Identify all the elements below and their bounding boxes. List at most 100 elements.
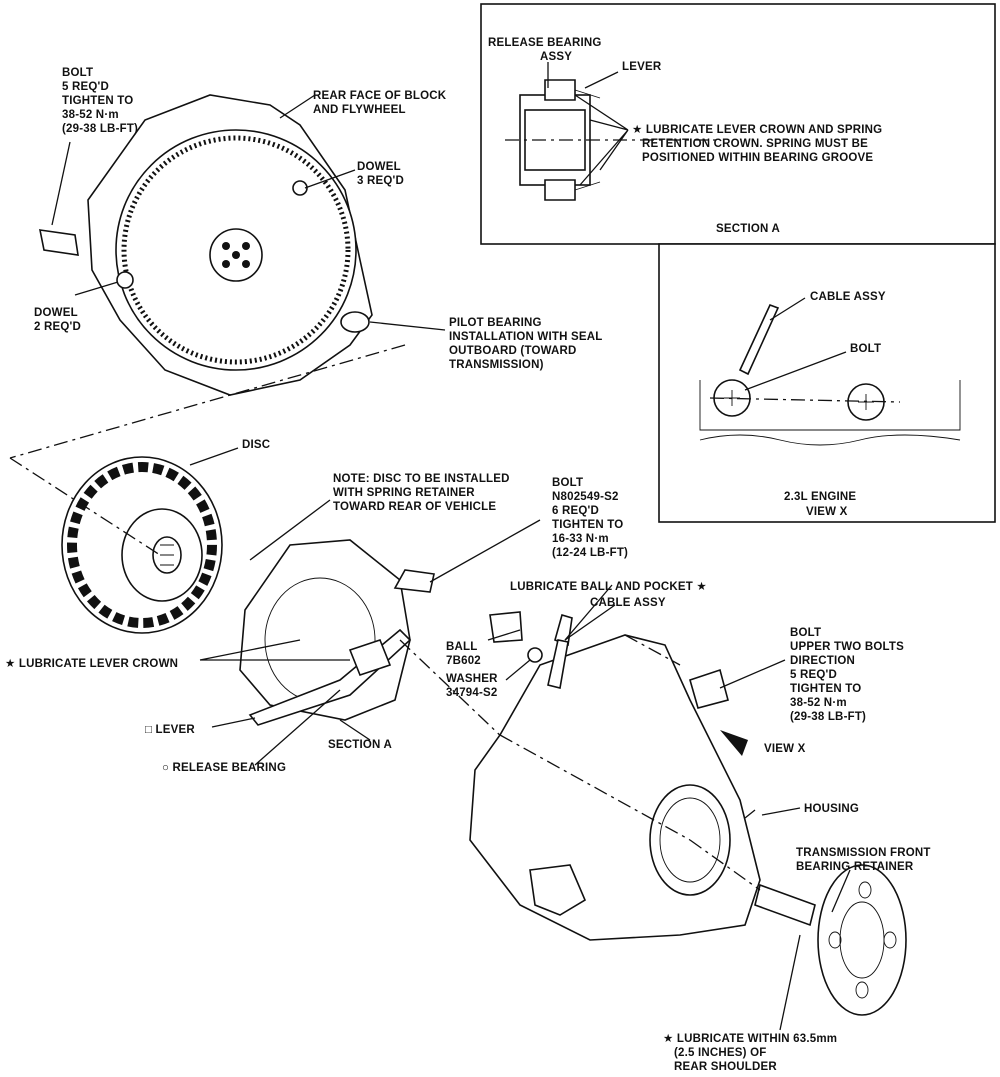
hub-hole [232,251,240,259]
view-x-cable-label: CABLE ASSY [810,291,886,303]
view-x-inset: CABLE ASSY BOLT 2.3L ENGINE VIEW X [658,243,996,523]
dowel2-leader [74,281,119,296]
view-x-cable [738,303,780,376]
note-leader [249,499,331,561]
retainer-hole [855,981,869,999]
disc-segments [67,462,217,628]
cable-assy-label: CABLE ASSY [590,597,666,609]
lubricate-within-label: ★ LUBRICATE WITHIN 63.5mm (2.5 INCHES) O… [663,1033,841,1073]
view-x-housing-outline [699,380,961,431]
clutch-disc [9,447,239,634]
bolt-pressure-leader [429,519,541,583]
dowel3-leader [304,169,356,189]
washer-part [527,647,543,663]
view-x-cable-leader [769,297,806,321]
view-x-frame [658,243,996,523]
bolt-flywheel-label: BOLT 5 REQ'D TIGHTEN TO 38-52 N·m (29-38… [62,67,138,135]
section-a-lever-label: LEVER [622,61,662,73]
section-a-lever-bottom [544,179,576,201]
pilot-bearing-label: PILOT BEARING INSTALLATION WITH SEAL OUT… [449,317,606,371]
bolt-flywheel-leader [51,141,71,226]
section-a-label: SECTION A [328,739,392,751]
disc-leader [189,447,239,466]
lubricate-within-leader [779,934,801,1031]
engine-block-flywheel [9,94,446,459]
release-bearing-leader [254,689,341,766]
lubricate-ball-label: LUBRICATE BALL AND POCKET ★ [510,581,707,593]
hub-hole [222,260,230,268]
view-x-arrow [720,730,748,756]
housing-assembly-lines [499,634,691,841]
install-note-label: NOTE: DISC TO BE INSTALLED WITH SPRING R… [333,473,513,513]
washer-label: WASHER 34794-S2 [446,673,501,699]
lubricate-lever-label: ★ LUBRICATE LEVER CROWN [5,658,178,670]
cable-assy-leader [564,604,616,641]
section-a-bearing-label: RELEASE BEARING ASSY [488,37,605,63]
section-a-spring [574,89,601,191]
section-a-inset: RELEASE BEARING ASSY LEVER ★ LUBRICATE L… [480,3,996,245]
section-a-caption: SECTION A [716,223,780,235]
retainer-hole [828,931,842,949]
assembly-line-disc [9,457,161,556]
housing-mount-tab [529,864,587,916]
assembly-line-plate-housing [399,639,506,741]
housing-bore-inner [659,797,721,883]
ball-part [489,611,523,643]
view-x-bolt-label: BOLT [850,343,881,355]
section-a-arrow [339,719,371,741]
rear-face-leader [279,94,316,119]
lubricate-ball-leader [564,584,613,641]
pilot-bearing-leader [369,321,446,331]
view-x-bolt-leader [744,351,847,391]
rear-face-label: REAR FACE OF BLOCK AND FLYWHEEL [313,90,450,116]
retainer-flange [817,864,907,1016]
section-a-lever-leader [584,71,619,89]
release-bearing-label: ○ RELEASE BEARING [162,762,286,774]
release-lever [248,628,412,726]
bearing-retainer [689,839,907,1031]
retainer-shaft [754,883,816,927]
bolt-housing-label: BOLT UPPER TWO BOLTS DIRECTION 5 REQ'D T… [790,627,907,723]
retainer-leader [831,869,851,913]
hub-hole [242,260,250,268]
flywheel-ring-gear [121,135,351,365]
section-a-note-label: ★ LUBRICATE LEVER CROWN AND SPRING RETEN… [632,124,886,164]
retainer-hole [883,931,897,949]
cable-assy-part [547,639,569,689]
hub-hole [222,242,230,250]
disc-label: DISC [242,439,270,451]
bell-housing [469,584,801,941]
housing-bolt [689,668,729,709]
pilot-bearing [340,311,370,333]
pressure-plate-bolt [393,569,435,593]
lever-leader [211,717,256,728]
hub-hole [242,242,250,250]
ball-label: BALL 7B602 [446,641,481,667]
view-x-label: VIEW X [764,743,806,755]
view-x-centerline [709,397,901,403]
bolt-housing-leader [719,659,786,689]
washer-leader [505,659,531,681]
trans-retainer-label: TRANSMISSION FRONT BEARING RETAINER [796,847,934,873]
housing-leader [761,807,801,816]
release-bearing [348,639,392,676]
dowel-upper [292,180,308,196]
dowel-lower [116,271,134,289]
dowel2-label: DOWEL 2 REQ'D [34,307,81,333]
section-a-lever-top [544,79,576,101]
disc-splines [160,544,174,566]
bolt-pressure-label: BOLT N802549-S2 6 REQ'D TIGHTEN TO 16-33… [552,477,628,559]
flywheel-bolt [38,229,79,256]
lever-label: □ LEVER [145,724,195,736]
housing-label: HOUSING [804,803,859,815]
ball-leader [487,629,521,641]
dowel3-label: DOWEL 3 REQ'D [357,161,404,187]
lubricate-lever-leaders [199,639,350,661]
pressure-plate [199,519,541,766]
section-a-lubricate-leaders [574,94,629,186]
view-x-caption: 2.3L ENGINE VIEW X [784,491,860,518]
housing-leader-tick [744,809,756,819]
retainer-hole [858,881,872,899]
